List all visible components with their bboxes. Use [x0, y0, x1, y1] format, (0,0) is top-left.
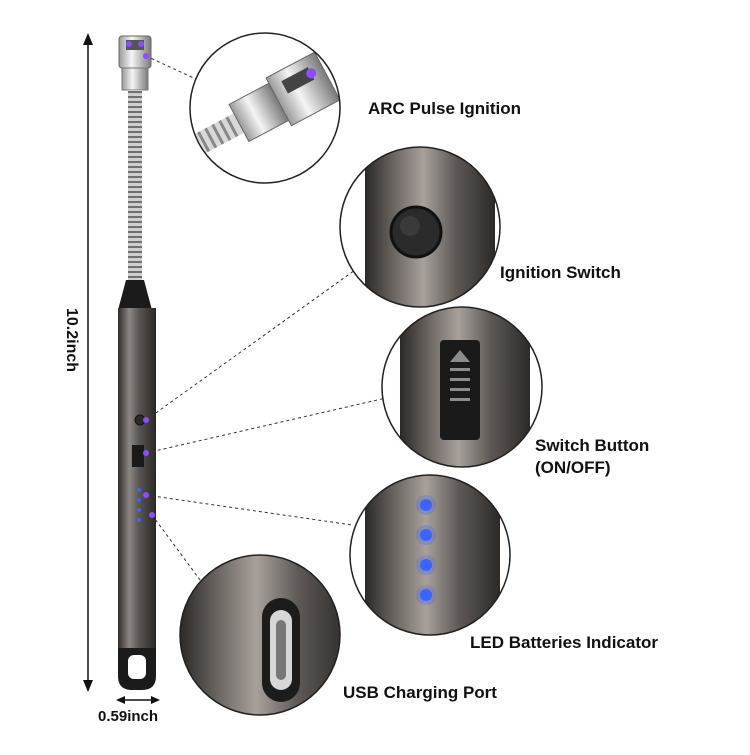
label-led-batteries-indicator: LED Batteries Indicator	[470, 633, 658, 652]
label-arc-pulse-ignition: ARC Pulse Ignition	[368, 99, 521, 118]
closeup-arc-head	[189, 32, 341, 184]
height-dimension-line	[83, 33, 93, 692]
hanging-loop	[128, 655, 146, 679]
lighter-collar	[118, 280, 152, 310]
slide-switch-small	[132, 445, 144, 467]
led-dots-small	[137, 488, 141, 522]
width-dimension-line	[116, 696, 160, 704]
width-dimension-label: 0.59inch	[98, 708, 159, 725]
closeup-usb-port	[179, 554, 341, 716]
height-dimension-label: 10.2inch	[63, 308, 80, 373]
lighter-head	[118, 35, 152, 91]
closeup-ignition-switch	[339, 146, 501, 308]
label-usb-charging-port: USB Charging Port	[343, 683, 497, 702]
label-switch-button-onoff: (ON/OFF)	[535, 458, 611, 477]
leader-lines	[143, 53, 387, 589]
label-switch-button: Switch Button	[535, 436, 650, 455]
label-ignition-switch: Ignition Switch	[500, 263, 621, 282]
lighter-body	[118, 308, 156, 648]
flexible-neck	[128, 90, 142, 280]
closeup-led-indicator	[349, 474, 511, 636]
closeup-slide-switch	[381, 306, 543, 468]
